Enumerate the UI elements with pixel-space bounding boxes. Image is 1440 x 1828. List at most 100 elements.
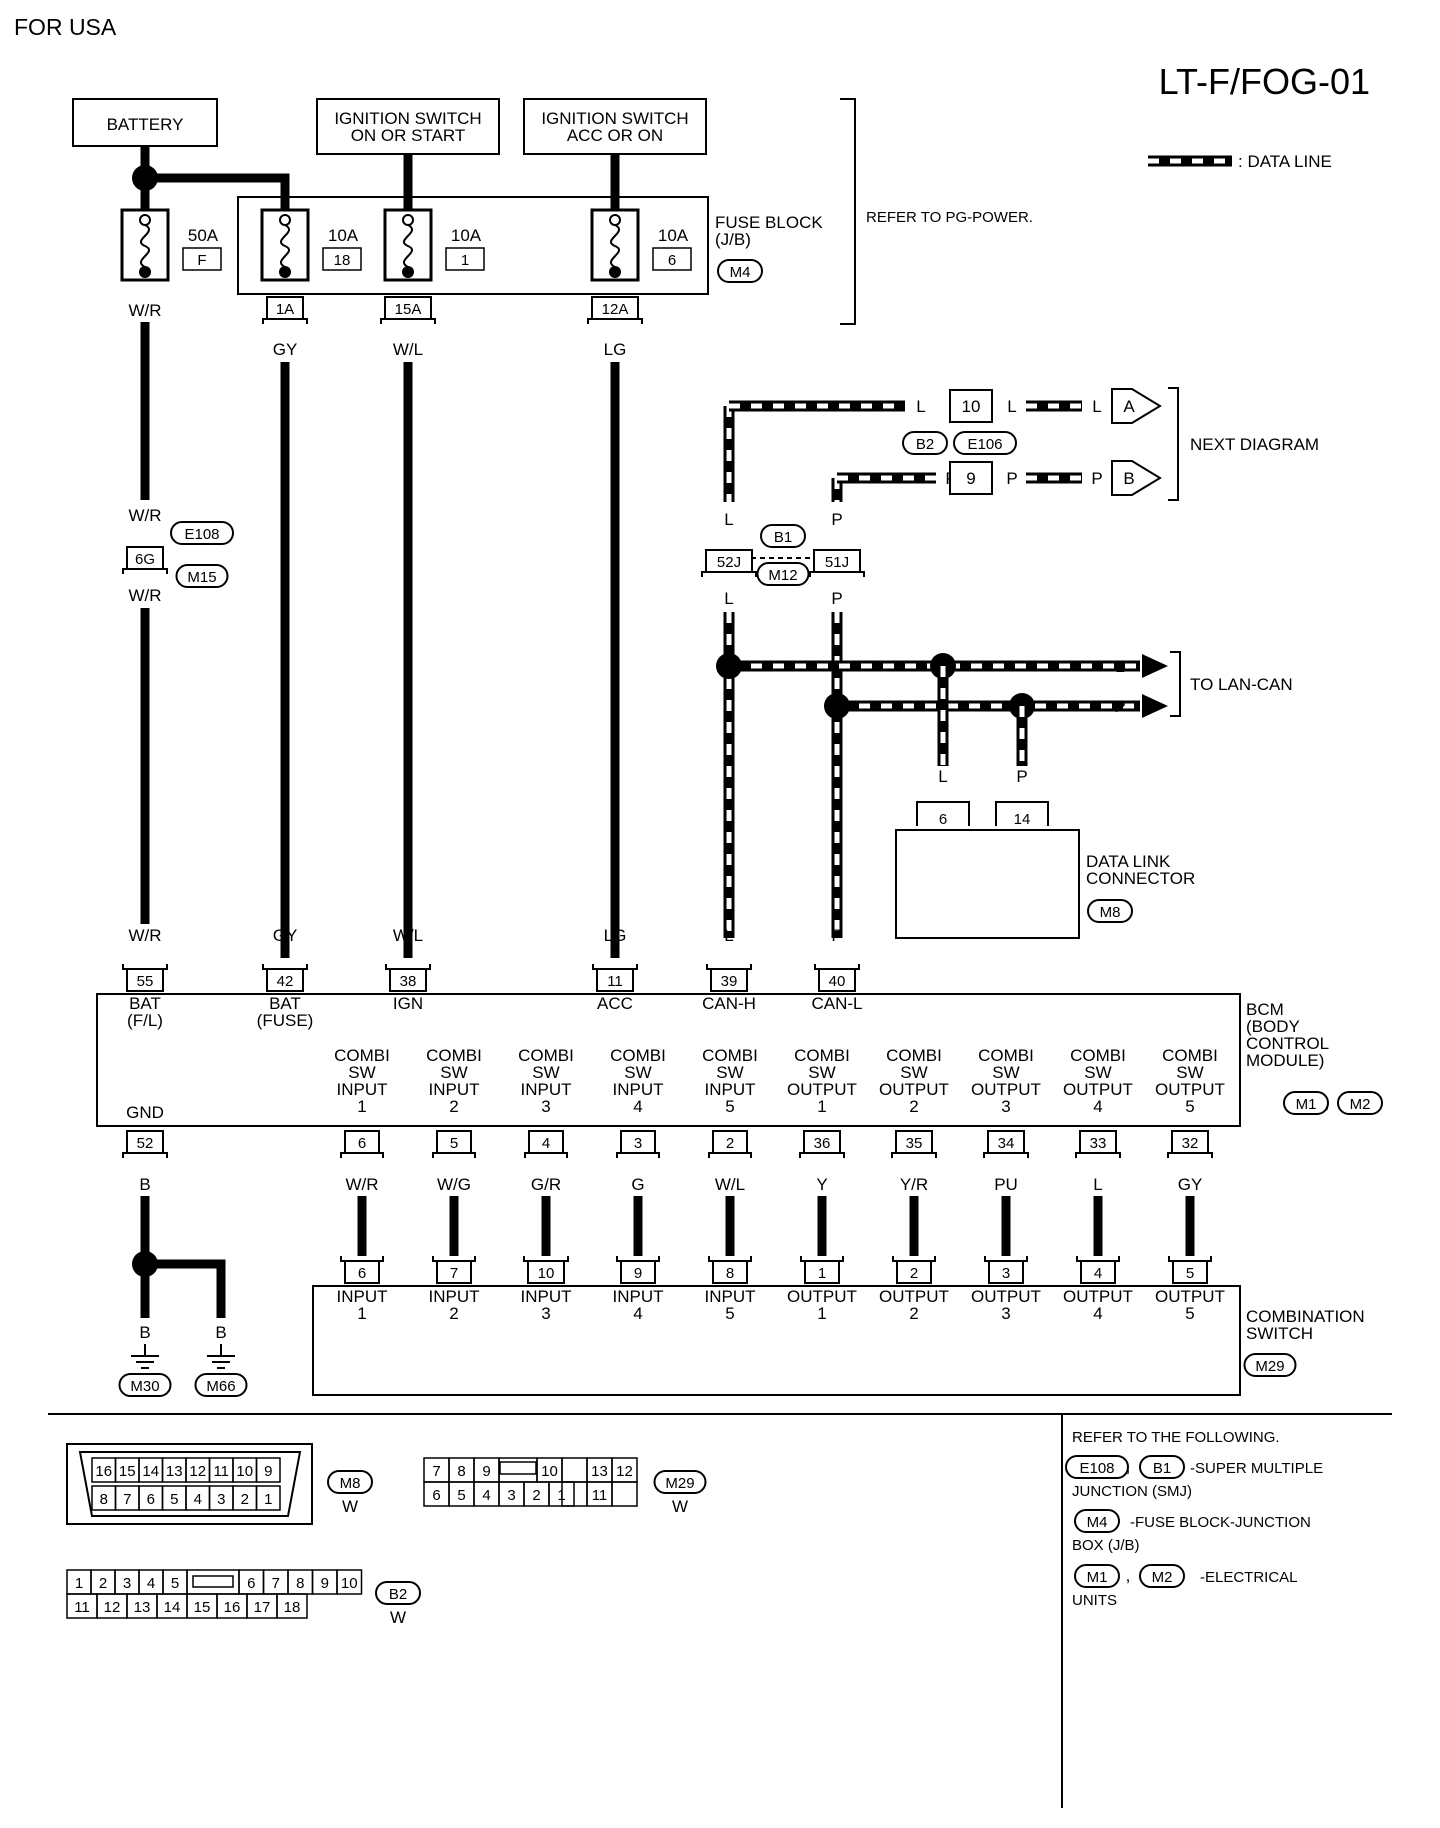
pin-number: 7 <box>123 1491 131 1508</box>
fuse-element <box>140 224 150 268</box>
reference-heading: REFER TO THE FOLLOWING. <box>1072 1429 1280 1446</box>
terminal-bracket <box>616 1256 660 1262</box>
pin-number: 10 <box>541 1463 558 1480</box>
terminal-number: 33 <box>1090 1135 1107 1152</box>
wire-color: LG <box>604 340 627 359</box>
wire-color: L <box>1092 397 1101 416</box>
wire-color: L <box>1007 397 1016 416</box>
ground-wire <box>145 1259 226 1318</box>
connector-id-oval <box>1139 1564 1185 1588</box>
terminal-number: 1 <box>818 1265 826 1282</box>
terminal-bracket <box>587 318 643 324</box>
pin-number: 17 <box>254 1599 271 1616</box>
wire-color: L <box>1093 1175 1102 1194</box>
separator: , <box>1126 1457 1131 1476</box>
wire-color: P <box>1091 469 1102 488</box>
bcm-pin-name: OUTPUT <box>787 1080 857 1099</box>
wire-color: L <box>724 510 733 529</box>
connector-id-oval <box>760 524 806 548</box>
connector-id: B2 <box>916 436 934 453</box>
connector-id: B2 <box>389 1586 407 1603</box>
reference-text: -FUSE BLOCK-JUNCTION <box>1130 1514 1311 1531</box>
combi-switch-pin-name: INPUT <box>429 1287 480 1306</box>
next-diagram-label: NEXT DIAGRAM <box>1190 435 1319 454</box>
fuse-terminal <box>279 266 291 278</box>
bcm-pin-name: 4 <box>1093 1097 1102 1116</box>
connector-id-oval <box>1283 1091 1329 1115</box>
connector-id: M29 <box>665 1475 694 1492</box>
wire-color: G <box>631 1175 644 1194</box>
fuse-terminal <box>279 214 291 226</box>
wire-color: L <box>1115 657 1124 676</box>
pin-number: 11 <box>213 1463 229 1480</box>
wire-color: P <box>831 510 842 529</box>
wire-color: P <box>831 926 842 945</box>
pin-number: 1 <box>75 1575 83 1592</box>
battery-label: BATTERY <box>107 115 184 134</box>
connector-id-oval <box>1065 1455 1129 1479</box>
terminal-bracket <box>708 1152 752 1158</box>
b2-pin <box>276 1593 308 1619</box>
connector-id: M2 <box>1152 1569 1173 1586</box>
lan-can-bracket <box>1170 651 1181 717</box>
pin-number: 6 <box>147 1491 155 1508</box>
terminal-bracket <box>432 1256 476 1262</box>
ignition-label: ON OR START <box>351 126 466 145</box>
bcm-pin-name: OUTPUT <box>1063 1080 1133 1099</box>
fuse-terminal <box>139 266 151 278</box>
terminal-number: 6G <box>135 551 155 568</box>
pin-number: 16 <box>95 1463 112 1480</box>
fuse-block-conn <box>717 259 763 283</box>
fuse-rating: 10A <box>328 226 359 245</box>
terminal-number: 3 <box>634 1135 642 1152</box>
b2-latch-cell <box>186 1569 240 1595</box>
combi-switch-pin-name: 3 <box>541 1304 550 1323</box>
terminal-bracket <box>1075 1152 1121 1158</box>
wire-color: W/R <box>128 506 161 525</box>
terminal-number: 55 <box>137 973 154 990</box>
terminal-bracket <box>708 1256 752 1262</box>
bcm-pin-name: 2 <box>449 1097 458 1116</box>
connector-id-oval <box>327 1470 373 1494</box>
terminal-bracket <box>1076 1256 1120 1262</box>
wire-color: W/R <box>128 586 161 605</box>
bcm-pin-name: COMBI <box>426 1046 482 1065</box>
combi-switch-pin-name: 5 <box>1185 1304 1194 1323</box>
terminal-number: 52 <box>137 1135 154 1152</box>
bcm-pin-name: (FUSE) <box>257 1011 314 1030</box>
terminal-bracket <box>340 1256 384 1262</box>
wire-color: L <box>724 589 733 608</box>
wire-color: LG <box>604 926 627 945</box>
lan-can-label: TO LAN-CAN <box>1190 675 1293 694</box>
bcm-pin-name: OUTPUT <box>1155 1080 1225 1099</box>
bcm-pin-name: CAN-H <box>702 994 756 1013</box>
terminal-bracket <box>1168 1256 1212 1262</box>
pin-number: 10 <box>236 1463 253 1480</box>
pin-number: 13 <box>166 1463 183 1480</box>
bcm-pin-name: SW <box>1084 1063 1111 1082</box>
terminal-number: 4 <box>1094 1265 1102 1282</box>
bcm-pin-name: 1 <box>357 1097 366 1116</box>
can-l-splice <box>824 693 850 719</box>
battery-to-fuse18 <box>145 173 290 210</box>
terminal-number: 32 <box>1182 1135 1199 1152</box>
next-diagram-bracket <box>1168 387 1179 501</box>
combination-switch-box <box>312 1285 1241 1396</box>
connector-id: M15 <box>187 569 216 586</box>
terminal-bracket <box>984 1256 1028 1262</box>
reference-text: UNITS <box>1072 1592 1117 1609</box>
next-diagram-connector <box>949 461 993 495</box>
next-diagram-arrow <box>1111 460 1162 496</box>
terminal-bracket <box>892 1256 936 1262</box>
bcm-pin-name: SW <box>900 1063 927 1082</box>
connector-id-oval <box>194 1373 248 1397</box>
wire-color: P <box>1114 697 1125 716</box>
fuse-id-box <box>182 247 222 271</box>
terminal-bracket <box>122 568 168 574</box>
connector-id-oval <box>756 562 810 586</box>
pin-number: 4 <box>482 1487 490 1504</box>
connector-id-oval <box>118 1373 172 1397</box>
m8-pin <box>255 1485 281 1511</box>
bcm-pin-name: COMBI <box>1070 1046 1126 1065</box>
